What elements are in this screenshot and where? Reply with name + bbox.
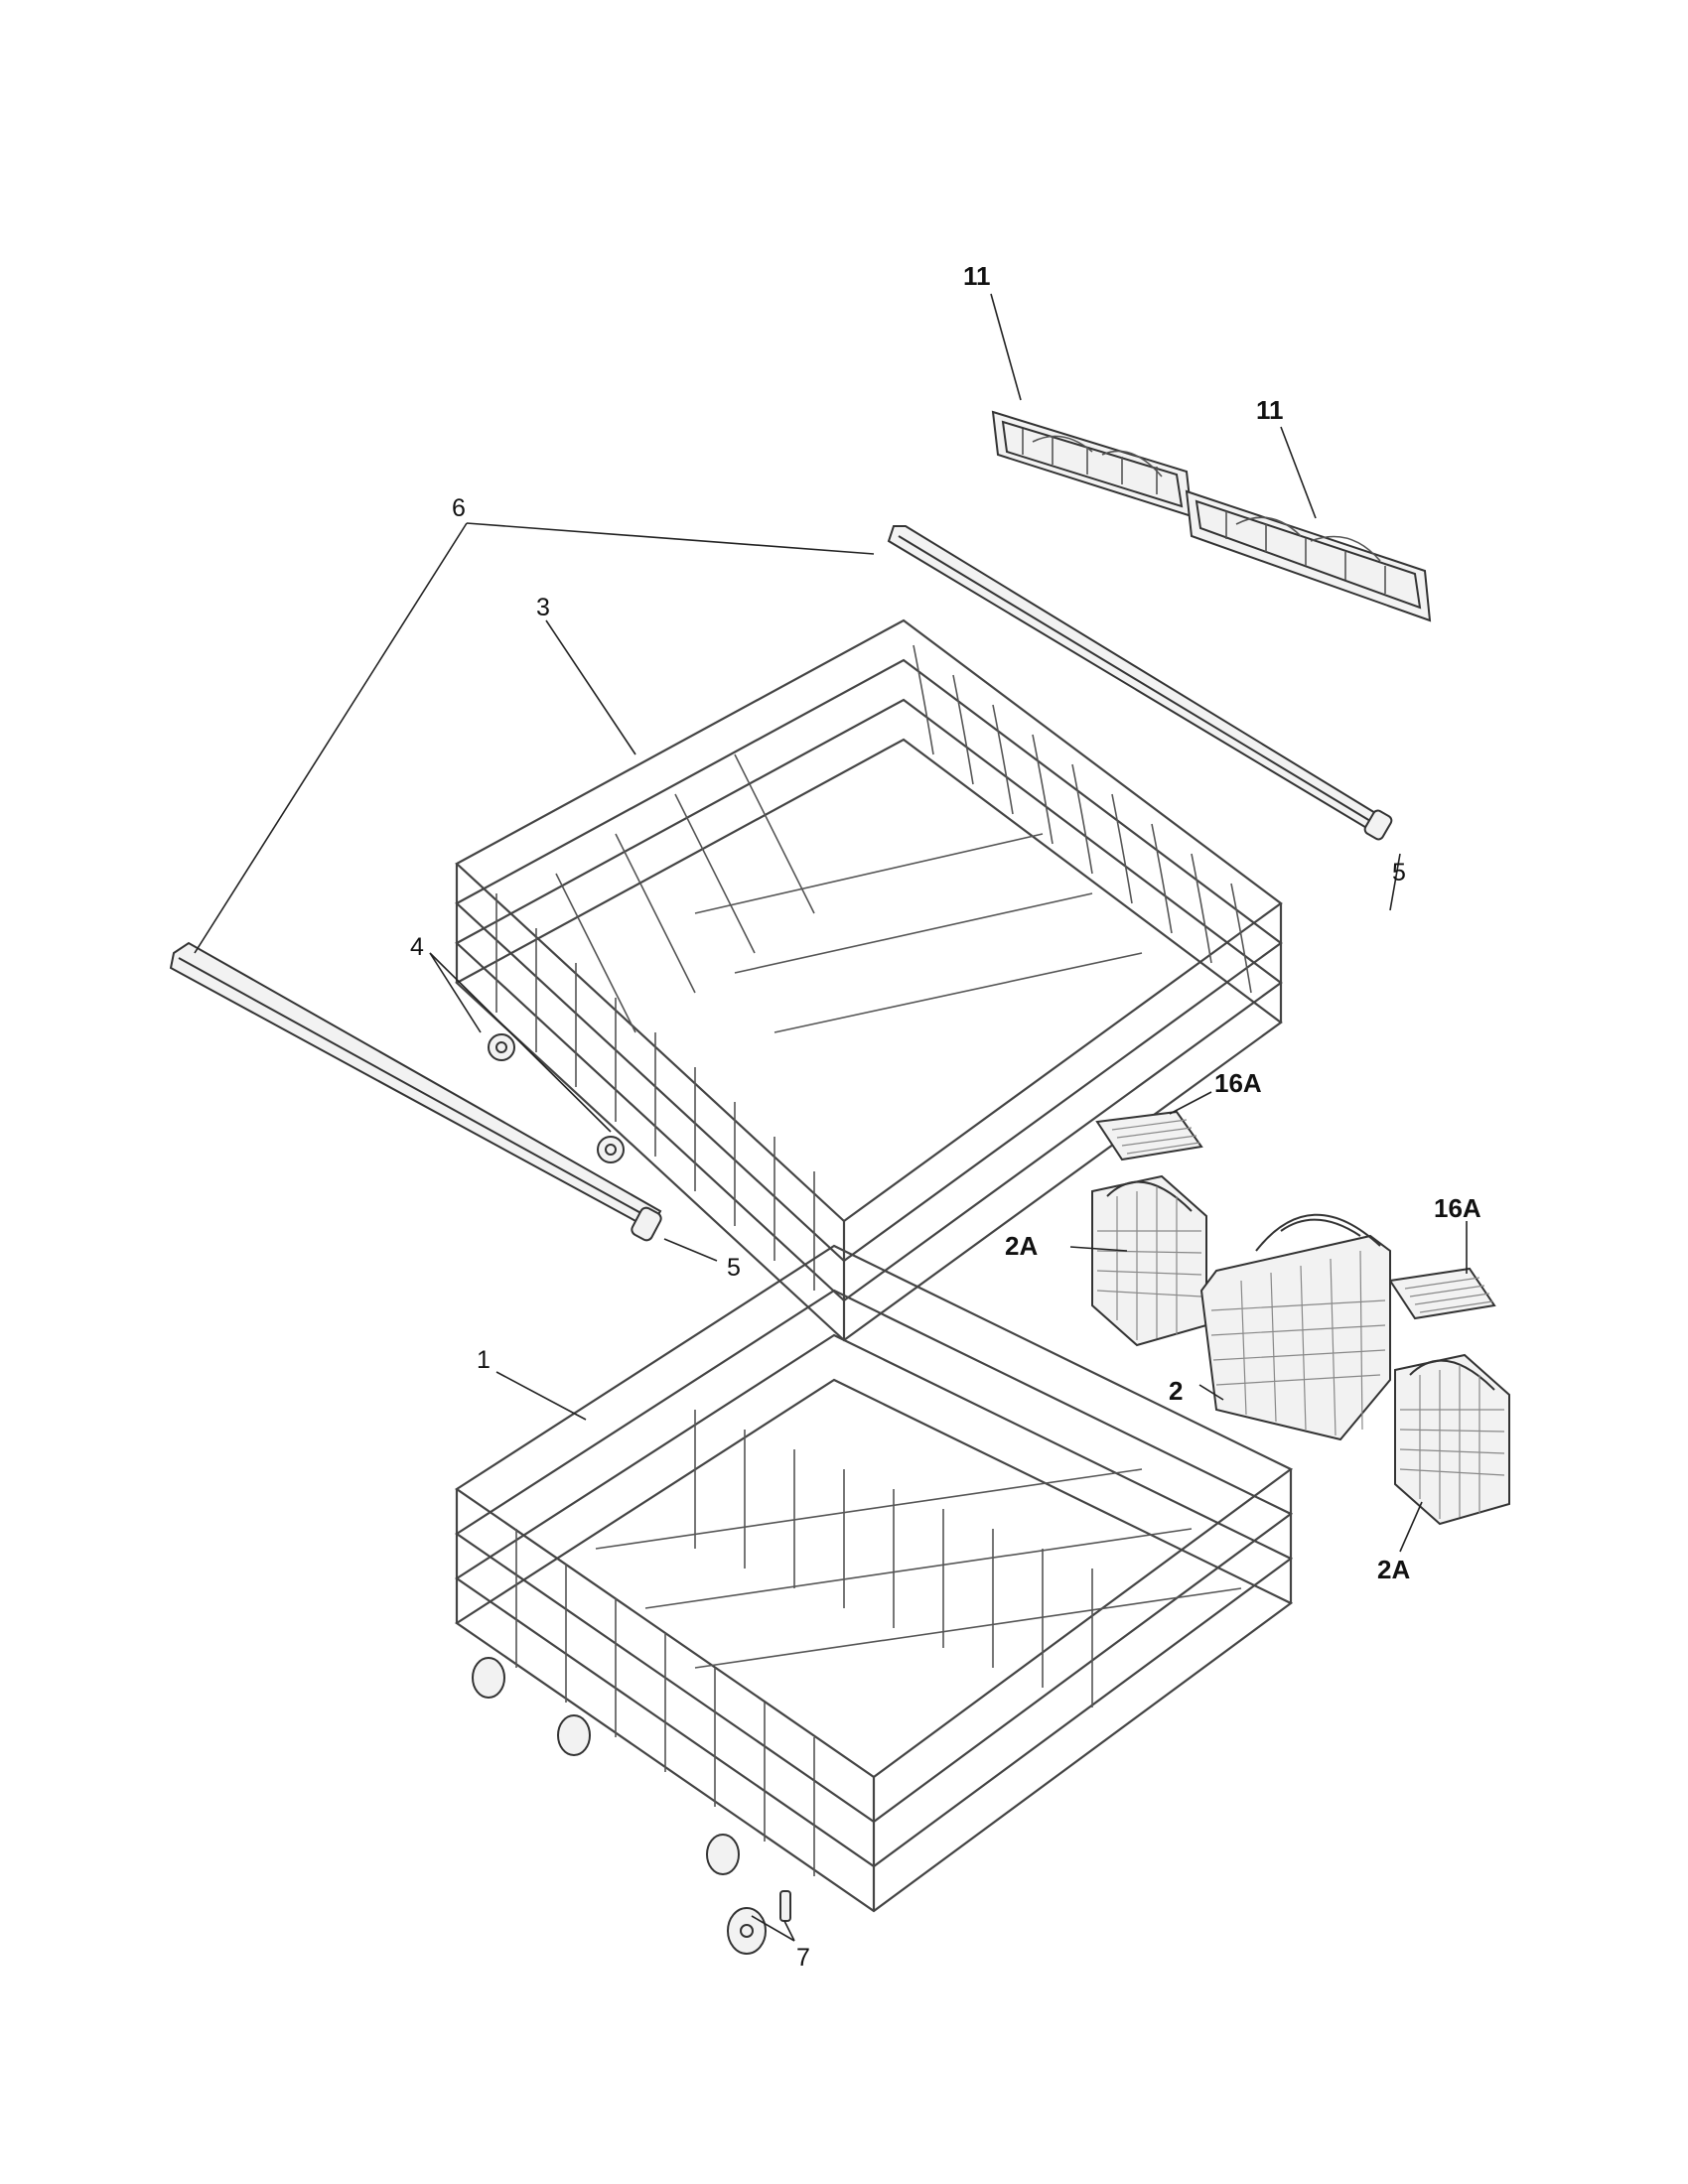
callout-11-top: 11 [963,261,991,291]
part-16A-grid-2 [1388,1267,1496,1320]
part-11-tine-cover-1 [991,410,1194,518]
part-6-rail-left [169,941,662,1231]
lower-rack-wheels [472,1657,740,1875]
part-16A-grid-1 [1095,1110,1203,1161]
callout-2A-left: 2A [1005,1231,1038,1261]
callout-3: 3 [536,594,550,621]
callout-5-right: 5 [1392,859,1406,887]
part-11-tine-cover-2 [1185,489,1432,622]
callout-6: 6 [452,494,466,522]
callout-1: 1 [477,1346,491,1374]
part-2A-basket-left [1091,1174,1207,1347]
part-1-lower-rack [455,1244,1294,1913]
callout-11-second: 11 [1256,395,1284,425]
part-2-cutlery-basket [1199,1213,1391,1441]
part-4-clip-2 [597,1136,625,1163]
part-2A-basket-right [1394,1353,1510,1526]
part-4-clip-1 [488,1033,515,1061]
part-5-end-cap-left [631,1206,662,1242]
part-7-axle-clip [779,1890,791,1922]
part-5-end-cap-right [1363,809,1393,841]
callout-2A-right: 2A [1377,1555,1410,1584]
leader-lines [194,293,1468,1942]
callout-5-left: 5 [727,1254,741,1282]
callout-4: 4 [410,933,424,961]
part-7-wheel [727,1907,767,1955]
callout-16A-lower: 16A [1434,1193,1481,1223]
callout-2: 2 [1169,1376,1183,1406]
callout-7: 7 [796,1944,810,1972]
part-3-upper-rack [455,618,1283,1342]
callout-16A-upper: 16A [1214,1068,1262,1098]
